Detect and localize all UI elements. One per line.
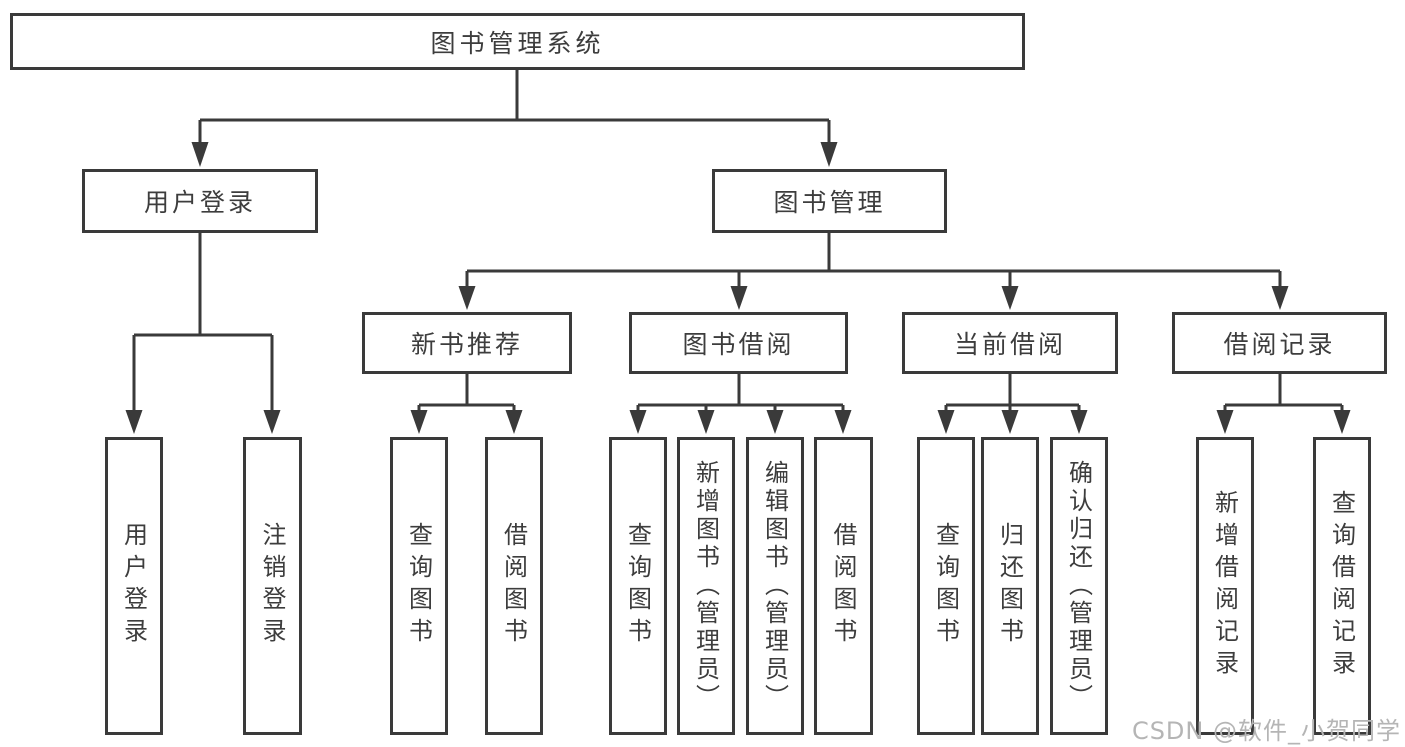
leaf-label: 编辑图书（管理员） <box>760 460 789 712</box>
leaf-label: 查询图书 <box>623 522 652 650</box>
leaf-borrow-books-1: 借阅图书 <box>485 437 543 735</box>
node-book-management: 图书管理 <box>712 169 947 233</box>
connector-borrow-to-leaves <box>629 374 852 434</box>
leaf-label: 借阅图书 <box>499 522 528 650</box>
node-new-book-recommend: 新书推荐 <box>362 312 572 374</box>
leaf-label: 确认归还（管理员） <box>1064 460 1093 712</box>
leaf-edit-book-admin: 编辑图书（管理员） <box>746 437 804 735</box>
connector-book-mgmt-to-modules <box>458 233 1289 310</box>
leaf-label: 查询图书 <box>404 522 433 650</box>
node-label: 借阅记录 <box>1223 330 1336 359</box>
node-system-root: 图书管理系统 <box>10 13 1025 70</box>
leaf-logout: 注销登录 <box>243 437 302 735</box>
leaf-label: 注销登录 <box>258 522 286 650</box>
connector-new-book-to-leaves <box>410 374 523 434</box>
node-label: 图书管理系统 <box>430 28 605 58</box>
leaf-label: 查询借阅记录 <box>1327 490 1356 682</box>
node-current-borrowing: 当前借阅 <box>902 312 1118 374</box>
leaf-query-borrow-record: 查询借阅记录 <box>1313 437 1371 735</box>
node-label: 图书管理 <box>773 188 886 217</box>
leaf-label: 归还图书 <box>995 522 1024 650</box>
node-label: 用户登录 <box>143 188 256 217</box>
leaf-query-books-2: 查询图书 <box>609 437 667 735</box>
connector-user-login-to-leaves <box>125 233 281 434</box>
node-label: 图书借阅 <box>682 330 795 359</box>
csdn-watermark: CSDN @软件_小贺同学 <box>1131 717 1401 745</box>
leaf-user-login: 用户登录 <box>105 437 163 735</box>
node-label: 当前借阅 <box>953 330 1066 359</box>
connector-current-to-leaves <box>937 374 1088 434</box>
connector-root-to-branches <box>191 69 838 167</box>
leaf-query-books-3: 查询图书 <box>917 437 975 735</box>
leaf-query-books-1: 查询图书 <box>390 437 448 735</box>
connector-records-to-leaves <box>1216 374 1351 434</box>
leaf-borrow-books-2: 借阅图书 <box>814 437 873 735</box>
leaf-label: 新增图书（管理员） <box>691 460 720 712</box>
leaf-label: 借阅图书 <box>829 522 857 650</box>
leaf-label: 查询图书 <box>931 522 960 650</box>
leaf-add-book-admin: 新增图书（管理员） <box>677 437 735 735</box>
leaf-label: 新增借阅记录 <box>1210 490 1239 682</box>
node-label: 新书推荐 <box>410 330 523 359</box>
leaf-return-book: 归还图书 <box>981 437 1039 735</box>
node-borrowing-records: 借阅记录 <box>1172 312 1387 374</box>
leaf-label: 用户登录 <box>119 522 148 650</box>
node-user-login: 用户登录 <box>82 169 318 233</box>
node-book-borrowing: 图书借阅 <box>629 312 848 374</box>
leaf-confirm-return-admin: 确认归还（管理员） <box>1050 437 1108 735</box>
leaf-add-borrow-record: 新增借阅记录 <box>1196 437 1254 735</box>
